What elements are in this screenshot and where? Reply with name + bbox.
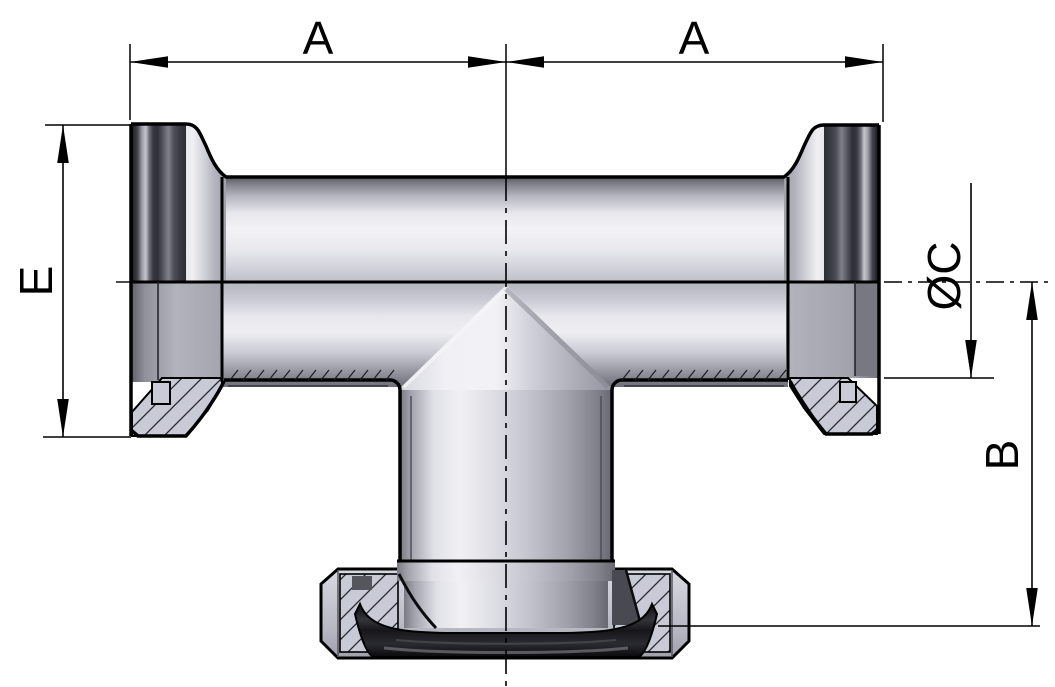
nut-gap-right (612, 570, 641, 625)
left-ferrule-band (131, 124, 186, 282)
right-ferrule-band (824, 125, 879, 282)
left-flange-bottom-edge (129, 380, 226, 438)
dim-label-c: ØC (918, 242, 970, 311)
left-flange-groove (151, 381, 171, 405)
part-outlines (129, 122, 881, 563)
seal-ring (353, 601, 659, 658)
right-face-band (855, 282, 879, 376)
left-bore-section (131, 282, 222, 382)
centerlines (116, 177, 1052, 686)
nut-relief-left (352, 576, 372, 590)
dim-label-e: E (10, 266, 62, 297)
seat-cone-edge-left (397, 573, 438, 630)
tee-fitting-body (129, 122, 881, 660)
hub-end-edges (220, 177, 790, 382)
dimensions: A A E ØC B (10, 12, 1040, 627)
seat-cone-edge-right (624, 569, 643, 626)
cone-shadow-edge (504, 287, 610, 389)
dim-label-b: B (976, 440, 1028, 471)
inner-edge-ticks-right (621, 369, 787, 381)
tube-bottom-right-edge (610, 378, 788, 561)
seal-highlight-2 (395, 639, 617, 645)
top-silhouette (131, 122, 879, 179)
tube-bottom-left-edge (224, 378, 402, 561)
inner-edge-ticks-left (229, 369, 395, 381)
right-flange-section-hatch (789, 377, 878, 435)
dim-label-a-left: A (303, 12, 334, 64)
right-flange-groove (839, 381, 857, 403)
cone-highlight-edge (402, 287, 508, 389)
bore-edges (157, 282, 856, 380)
right-flange-bottom-edge (788, 380, 881, 436)
union-nut (319, 561, 691, 660)
dim-label-a-right: A (679, 12, 710, 64)
